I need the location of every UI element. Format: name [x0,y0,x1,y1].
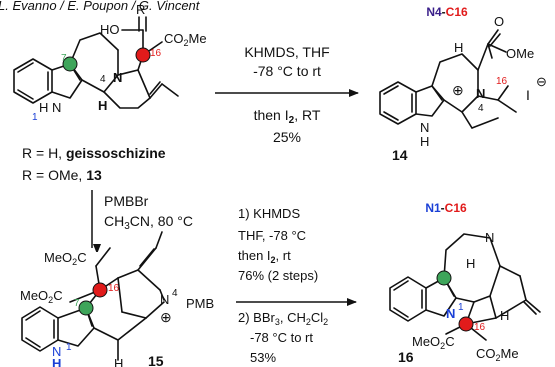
substituent-ho: HO [100,22,120,37]
compound-14-label: 14 [392,147,408,163]
condition-bottom-6: -78 °C to rt [250,330,313,345]
atom-n4-number-14: 4 [478,103,484,114]
compound-geissoschizine [13,16,179,109]
atom-n4-number: 4 [100,74,106,85]
compound-15-label: 15 [148,353,164,367]
condition-down-2: CH3CN, 80 °C [104,213,193,232]
pmb-15: PMB [186,296,214,311]
c16-highlight-dot-15 [92,282,108,298]
benzene-ring [13,58,53,104]
condition-top-4: 25% [273,129,301,145]
atom-h-14: H [454,40,463,55]
substituent-ester: CO2Me [164,31,207,48]
reaction-conditions-down: PMBBr CH3CN, 80 °C [104,193,193,232]
atom-nh-n-14: N [420,120,429,135]
condition-bottom-2: THF, -78 °C [238,228,306,243]
atom-ome-14: OMe [506,46,534,61]
condition-bottom-4: 76% (2 steps) [238,268,318,283]
compound-16-title: N1-C16 [425,201,467,215]
compound-names-line2: R = OMe, 13 [22,167,102,183]
number-16-14: 16 [496,76,508,87]
reaction-conditions-top: KHMDS, THF -78 °C to rt then I2, RT 25% [244,44,329,145]
atom-o-14: O [494,14,504,29]
compound-15-labels: MeO2C MeO2C 16 7 N 4 PMB ⊕ N H 1 H [20,250,214,367]
atom-n1-number-16: 1 [458,302,464,313]
condition-down-1: PMBBr [104,193,149,209]
c16-highlight-dot [135,47,151,63]
substituent-r: R [136,2,145,17]
ester-top-15: MeO2C [44,250,87,267]
atom-n4: N [113,70,122,85]
condition-bottom-7: 53% [250,350,276,365]
number-16: 16 [150,48,162,59]
c7-highlight-dot [62,56,78,72]
atom-h1-16: H [466,256,475,271]
atom-n1-16: N [446,306,455,321]
compound-names-line1: R = H, geissoschizine [22,145,166,161]
atom-nh-n: N [52,100,61,115]
reaction-conditions-bottom: 1) KHMDS THF, -78 °C then I2, rt 76% (2 … [238,206,328,365]
atom-nh-h: H [39,100,48,115]
ester-right-16: CO2Me [476,346,519,363]
atom-h: H [98,98,107,113]
atom-n-top-16: N [485,230,494,245]
compound-14-labels: H O OMe N 4 ⊕ N H 16 I ⊖ [420,14,547,149]
atom-nh-number: 1 [32,112,38,123]
authors-header: L. Evanno / E. Poupon / G. Vincent [0,0,201,13]
charge-15: ⊕ [160,309,172,325]
atom-nh-n-15: N [52,344,61,359]
charge-14: ⊕ [452,82,464,98]
atom-h2-16: H [500,308,509,323]
c7-highlight-dot-16 [436,270,452,286]
atom-n4-15: N [160,292,169,307]
condition-top-3: then I2, RT [254,107,321,126]
atom-n4-14: N [476,86,485,101]
atom-nh-number-15: 1 [66,342,72,353]
c7-highlight-dot-15 [78,300,94,316]
number-16-15: 16 [108,283,120,294]
number-16-16: 16 [474,322,486,333]
geissoschizine-labels: R HO CO2Me N 4 N H 1 H 7 16 [32,2,207,123]
atom-n4-number-15: 4 [172,288,178,299]
compound-16-label: 16 [398,349,414,365]
compound-16-labels: N N 1 H H 16 MeO2C CO2Me [412,230,519,363]
condition-top-2: -78 °C to rt [253,63,321,79]
compound-14-title: N4-C16 [426,5,468,19]
atom-nh-h-15: H [52,356,61,367]
atom-h-15: H [114,356,123,367]
condition-bottom-5: 2) BBr3, CH2Cl2 [238,310,328,327]
iodide-charge-14: ⊖ [536,74,547,89]
c16-highlight-dot-16 [458,316,474,332]
ester-left-15: MeO2C [20,288,63,305]
atom-nh-h-14: H [420,134,429,149]
number-7-15: 7 [74,298,80,309]
compound-14 [379,29,517,129]
condition-top-1: KHMDS, THF [244,44,329,60]
ester-left-16: MeO2C [412,334,455,351]
number-7: 7 [61,53,67,64]
condition-bottom-1: 1) KHMDS [238,206,300,221]
iodide-14: I [526,87,530,103]
condition-bottom-3: then I2, rt [238,248,291,265]
